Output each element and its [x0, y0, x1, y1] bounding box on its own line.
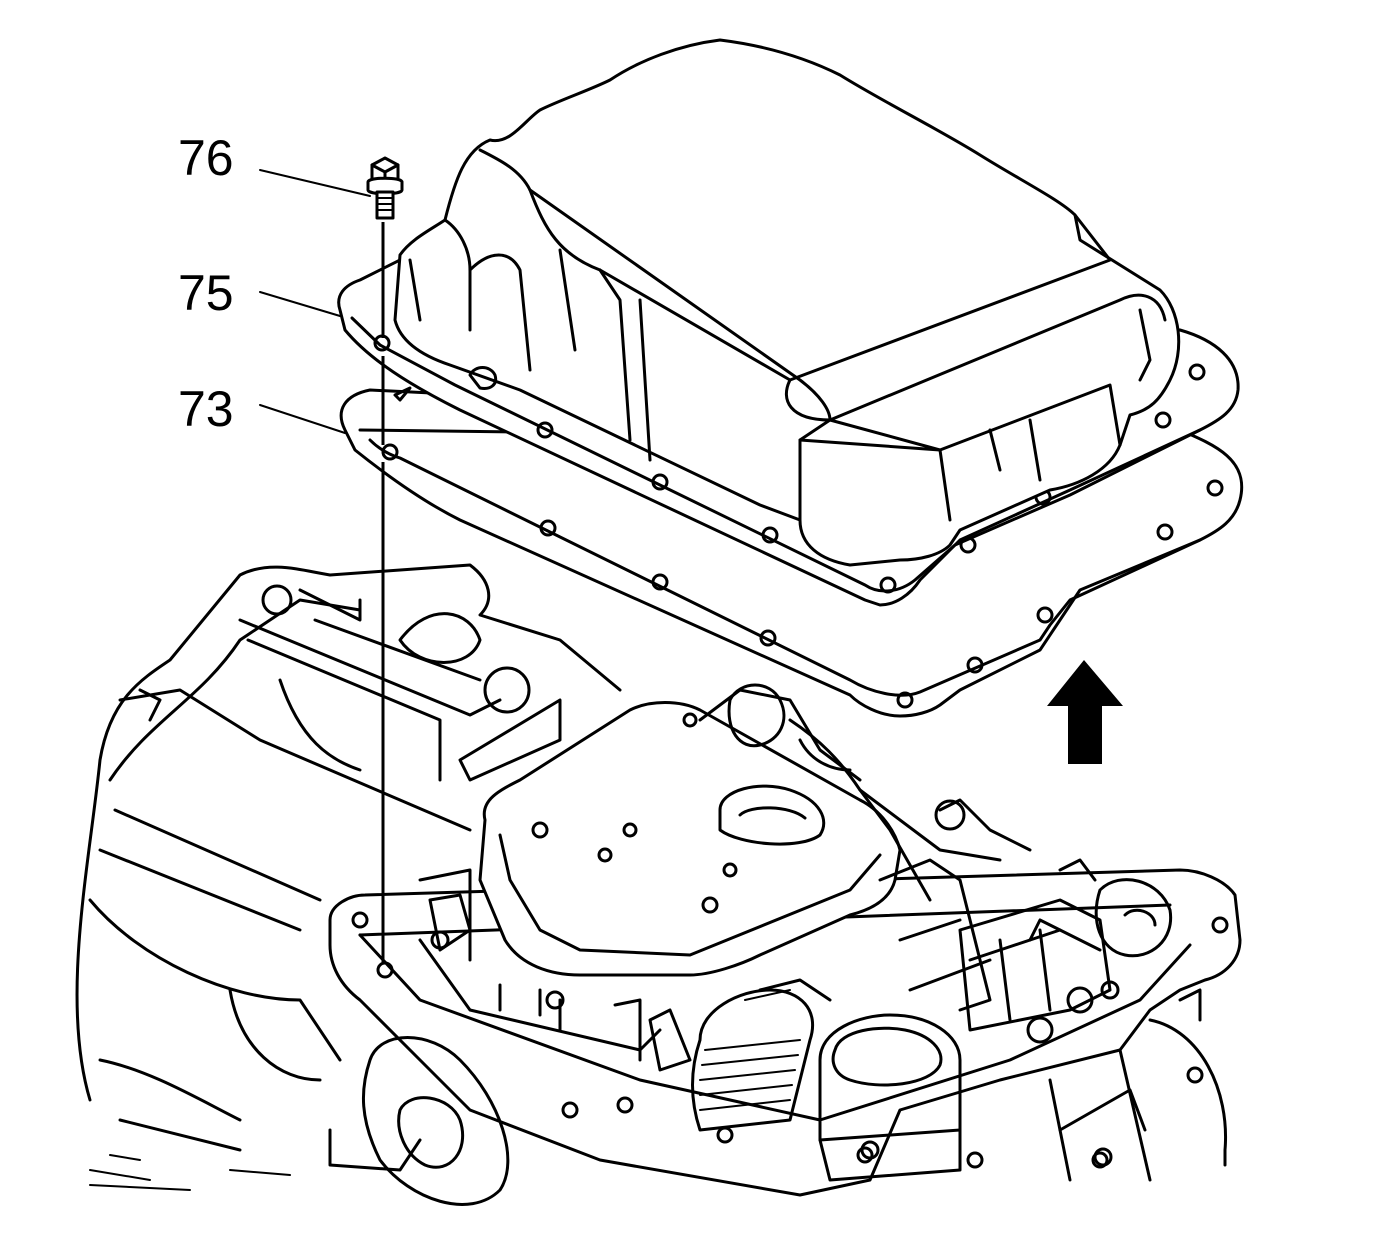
up-arrow-icon — [1047, 660, 1123, 764]
callout-gasket-number: 73 — [178, 381, 234, 437]
pan-bolt-holes — [373, 334, 1206, 594]
oil-pan — [337, 38, 1240, 607]
gasket-bolt-holes — [381, 443, 1224, 709]
callout-pan-number: 75 — [178, 265, 234, 321]
callout-leaders — [259, 169, 371, 434]
transmission-case — [75, 563, 1242, 1206]
case-bolt-holes — [351, 911, 1229, 1169]
pan-bolt — [366, 156, 404, 220]
callout-bolt-number: 76 — [178, 130, 234, 186]
